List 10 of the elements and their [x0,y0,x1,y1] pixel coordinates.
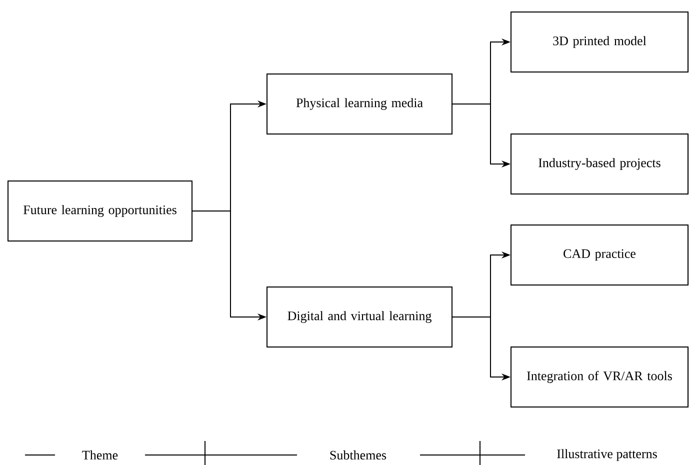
level-label: Illustrative patterns [557,449,657,461]
process-box: CAD practice [510,224,688,286]
level-label: Theme [82,450,118,460]
process-box: 3D printed model [510,12,688,72]
process-box: Physical learning media [266,74,452,134]
level-label: Subthemes [330,450,386,460]
process-box: Future learning opportunities [8,180,192,242]
process-box: Integration of VR/AR tools [510,346,688,408]
process-box: Industry-based projects [510,134,688,194]
process-box: Digital and virtual learning [266,286,452,348]
